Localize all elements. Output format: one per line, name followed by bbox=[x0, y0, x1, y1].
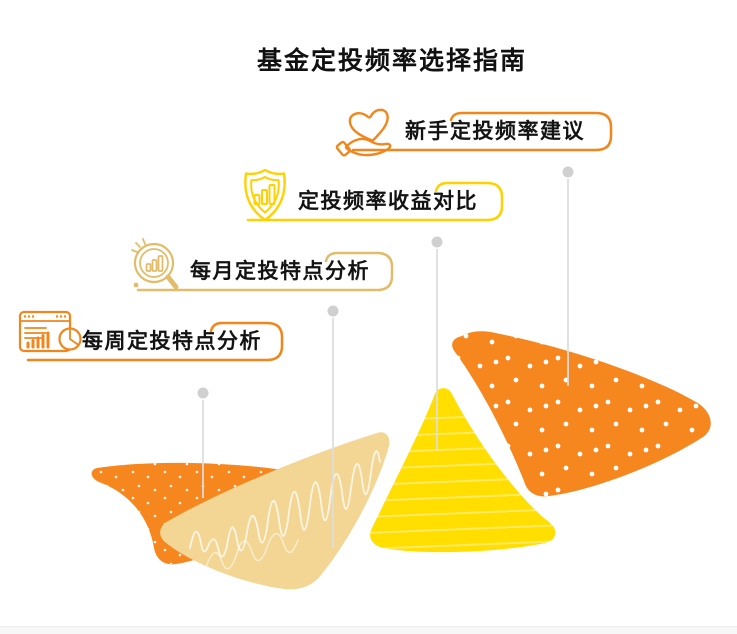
connector-dot-1 bbox=[562, 166, 574, 178]
label-frame-3 bbox=[136, 251, 394, 292]
hand-heart-icon bbox=[335, 108, 392, 157]
shield-chart-icon bbox=[244, 168, 286, 222]
mountain-tan bbox=[160, 432, 390, 590]
connector-dots bbox=[197, 166, 574, 399]
magnifier-chart-icon bbox=[131, 238, 179, 290]
connector-lines bbox=[202, 179, 569, 548]
browser-chart-icon bbox=[18, 310, 82, 353]
mountain-yellow bbox=[370, 388, 556, 553]
connector-dot-2 bbox=[431, 236, 443, 248]
mountain-orange-large-dots bbox=[452, 331, 711, 497]
mountain-group bbox=[91, 331, 711, 590]
mountain-tan-squiggle bbox=[189, 450, 381, 571]
connector-dot-4 bbox=[197, 387, 209, 399]
bottom-strip bbox=[0, 626, 737, 634]
callout-label-beginner-frequency-advice: 新手定投频率建议 bbox=[405, 119, 585, 143]
page-title: 基金定投频率选择指南 bbox=[256, 45, 528, 75]
label-frame-2 bbox=[246, 181, 504, 222]
label-frame-4 bbox=[26, 321, 284, 362]
label-frames bbox=[26, 111, 613, 362]
callout-label-weekly-analysis: 每周定投特点分析 bbox=[82, 329, 262, 353]
connector-dot-3 bbox=[327, 305, 339, 317]
callout-label-frequency-return-comparison: 定投频率收益对比 bbox=[298, 189, 478, 213]
callout-label-monthly-analysis: 每月定投特点分析 bbox=[190, 259, 370, 283]
label-frame-1 bbox=[351, 111, 613, 152]
